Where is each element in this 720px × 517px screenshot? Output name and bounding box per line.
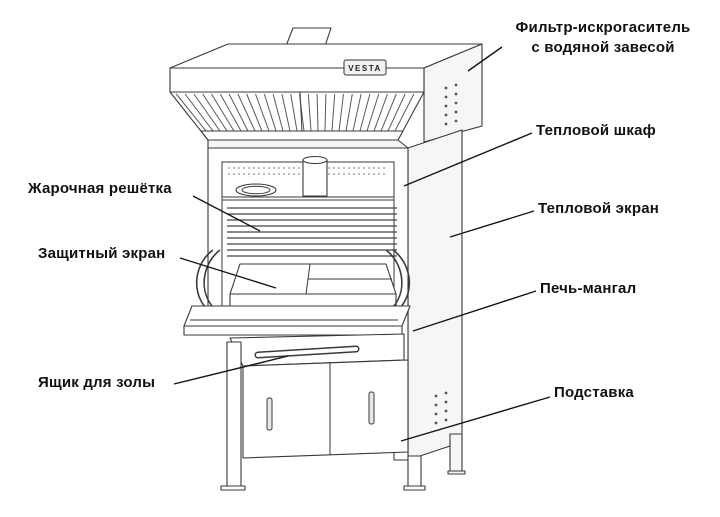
label-heat-cabinet: Тепловой шкаф [536,122,656,139]
brand-text: VESTA [348,64,382,73]
hood-slat-lines [175,93,415,132]
label-heat-screen: Тепловой экран [538,200,660,217]
label-stand: Подставка [554,384,634,401]
label-protective-screen: Защитный экран [38,245,166,262]
leader-filter [467,46,503,72]
leader-heat-screen [449,210,535,238]
heat-cabinet-cylinder [302,159,328,197]
tray-handle-right [392,249,411,309]
label-ash-drawer: Ящик для золы [38,374,156,391]
label-filter-spark-arrester: Фильтр-искрогаситель с водяной завесой [505,18,701,59]
door-handle-right [368,391,375,425]
protective-screen-box [229,263,397,308]
leader-lines [173,46,551,442]
door-handle-left [266,397,273,431]
leader-stand [400,396,551,442]
label-filter-line1: Фильтр-искрогаситель [515,19,691,36]
vent-dots [434,83,458,425]
label-oven-grill: Печь-мангал [540,280,637,297]
tray [183,249,411,336]
label-filter-line2: с водяной завесой [531,39,675,57]
grate-lines [227,207,397,257]
label-grill-grate: Жарочная решётка [28,180,172,197]
leader-ash-drawer [173,355,289,385]
leader-grill-grate [192,195,261,232]
stand-legs [220,341,466,491]
leader-protective-screen [179,257,277,289]
side-panel-heat-screen [407,83,463,461]
leader-heat-cabinet [403,132,533,187]
stand-cabinet [242,359,409,459]
hood: VESTA [169,43,483,149]
brand-plate [343,59,387,76]
tray-handle-left [195,249,214,309]
leader-oven-grill [412,290,537,332]
